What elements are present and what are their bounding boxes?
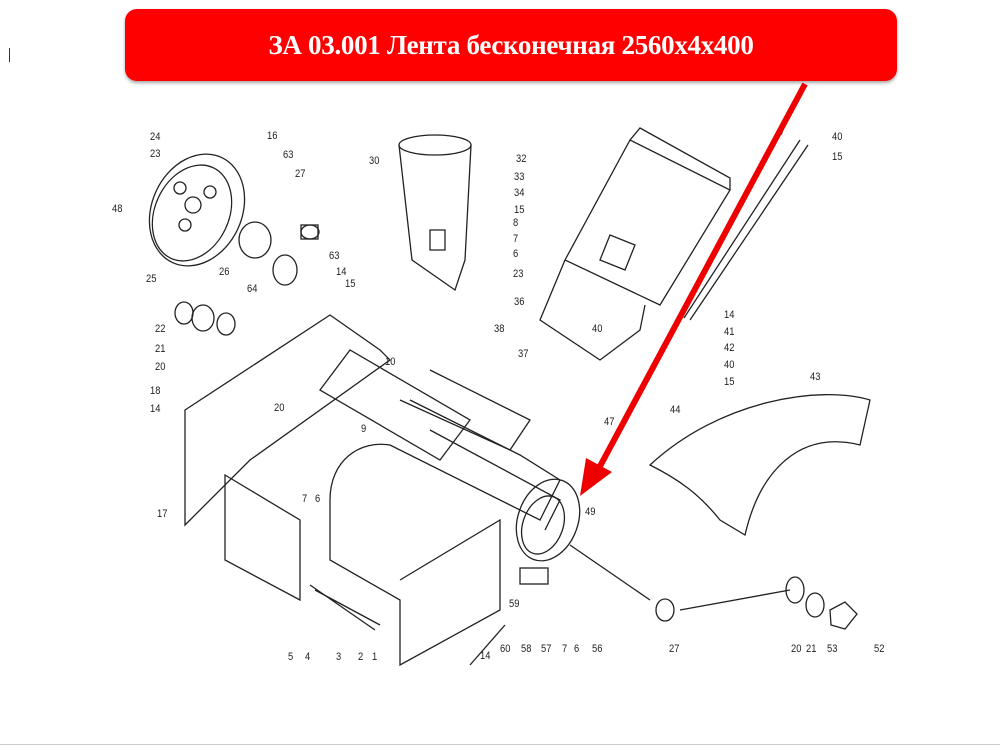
part-label-18: 18 [150, 385, 161, 397]
part-label-21: 21 [155, 343, 166, 355]
part-label-4: 4 [305, 651, 311, 663]
part-label-1: 1 [372, 651, 378, 663]
part-label-49: 49 [585, 506, 596, 518]
part-label-6: 6 [574, 643, 580, 655]
part-label-15: 15 [514, 204, 525, 216]
part-label-24: 24 [150, 131, 161, 143]
part-label-20: 20 [274, 402, 285, 414]
part-label-20: 20 [155, 361, 166, 373]
part-label-7: 7 [302, 493, 308, 505]
part-label-43: 43 [810, 371, 821, 383]
part-label-15: 15 [345, 278, 356, 290]
part-label-40: 40 [592, 323, 603, 335]
hopper-drawing [398, 134, 472, 292]
arrow-head-icon [580, 458, 612, 496]
part-label-14: 14 [480, 650, 491, 662]
part-label-64: 64 [247, 283, 258, 295]
part-label-63: 63 [283, 149, 294, 161]
part-label-15: 15 [724, 376, 735, 388]
part-label-60: 60 [500, 643, 511, 655]
part-label-27: 27 [295, 168, 306, 180]
part-label-5: 5 [288, 651, 294, 663]
part-label-2: 2 [358, 651, 364, 663]
text-cursor [9, 48, 10, 62]
part-label-40: 40 [724, 359, 735, 371]
part-label-17: 17 [157, 508, 168, 520]
part-label-21: 21 [806, 643, 817, 655]
part-label-23: 23 [150, 148, 161, 160]
part-label-15: 15 [832, 151, 843, 163]
part-label-47: 47 [604, 416, 615, 428]
part-label-44: 44 [670, 404, 681, 416]
part-label-37: 37 [518, 348, 529, 360]
part-label-9: 9 [361, 423, 367, 435]
part-label-14: 14 [336, 266, 347, 278]
part-label-25: 25 [146, 273, 157, 285]
part-label-57: 57 [541, 643, 552, 655]
part-label-40: 40 [832, 131, 843, 143]
part-label-30: 30 [369, 155, 380, 167]
part-label-42: 42 [724, 342, 735, 354]
part-label-58: 58 [521, 643, 532, 655]
part-label-33: 33 [514, 171, 525, 183]
part-label-59: 59 [509, 598, 520, 610]
part-label-52: 52 [874, 643, 885, 655]
part-label-32: 32 [516, 153, 527, 165]
part-label-8: 8 [513, 217, 519, 229]
part-label-14: 14 [150, 403, 161, 415]
part-label-22: 22 [155, 323, 166, 335]
part-label-26: 26 [219, 266, 230, 278]
part-label-20: 20 [791, 643, 802, 655]
pulley-drawing [148, 153, 246, 267]
part-label-38: 38 [494, 323, 505, 335]
part-label-34: 34 [514, 187, 525, 199]
part-label-56: 56 [592, 643, 603, 655]
bottom-divider [0, 744, 1000, 745]
body-drawing [309, 349, 581, 667]
part-label-3: 3 [336, 651, 342, 663]
part-label-23: 23 [513, 268, 524, 280]
part-label-53: 53 [827, 643, 838, 655]
part-label-41: 41 [724, 326, 735, 338]
part-label-7: 7 [513, 233, 519, 245]
part-label-6: 6 [315, 493, 321, 505]
chute-drawing [539, 127, 731, 361]
part-label-6: 6 [513, 248, 519, 260]
part-label-14: 14 [724, 309, 735, 321]
part-title: ЗА 03.001 Лента бесконечная 2560x4x400 [268, 29, 754, 60]
part-label-48: 48 [112, 203, 123, 215]
part-label-16: 16 [267, 130, 278, 142]
part-label-7: 7 [562, 643, 568, 655]
part-label-36: 36 [514, 296, 525, 308]
part-title-banner: ЗА 03.001 Лента бесконечная 2560x4x400 [125, 9, 897, 81]
part-label-63: 63 [329, 250, 340, 262]
part-label-27: 27 [669, 643, 680, 655]
part-label-10: 10 [385, 356, 396, 368]
